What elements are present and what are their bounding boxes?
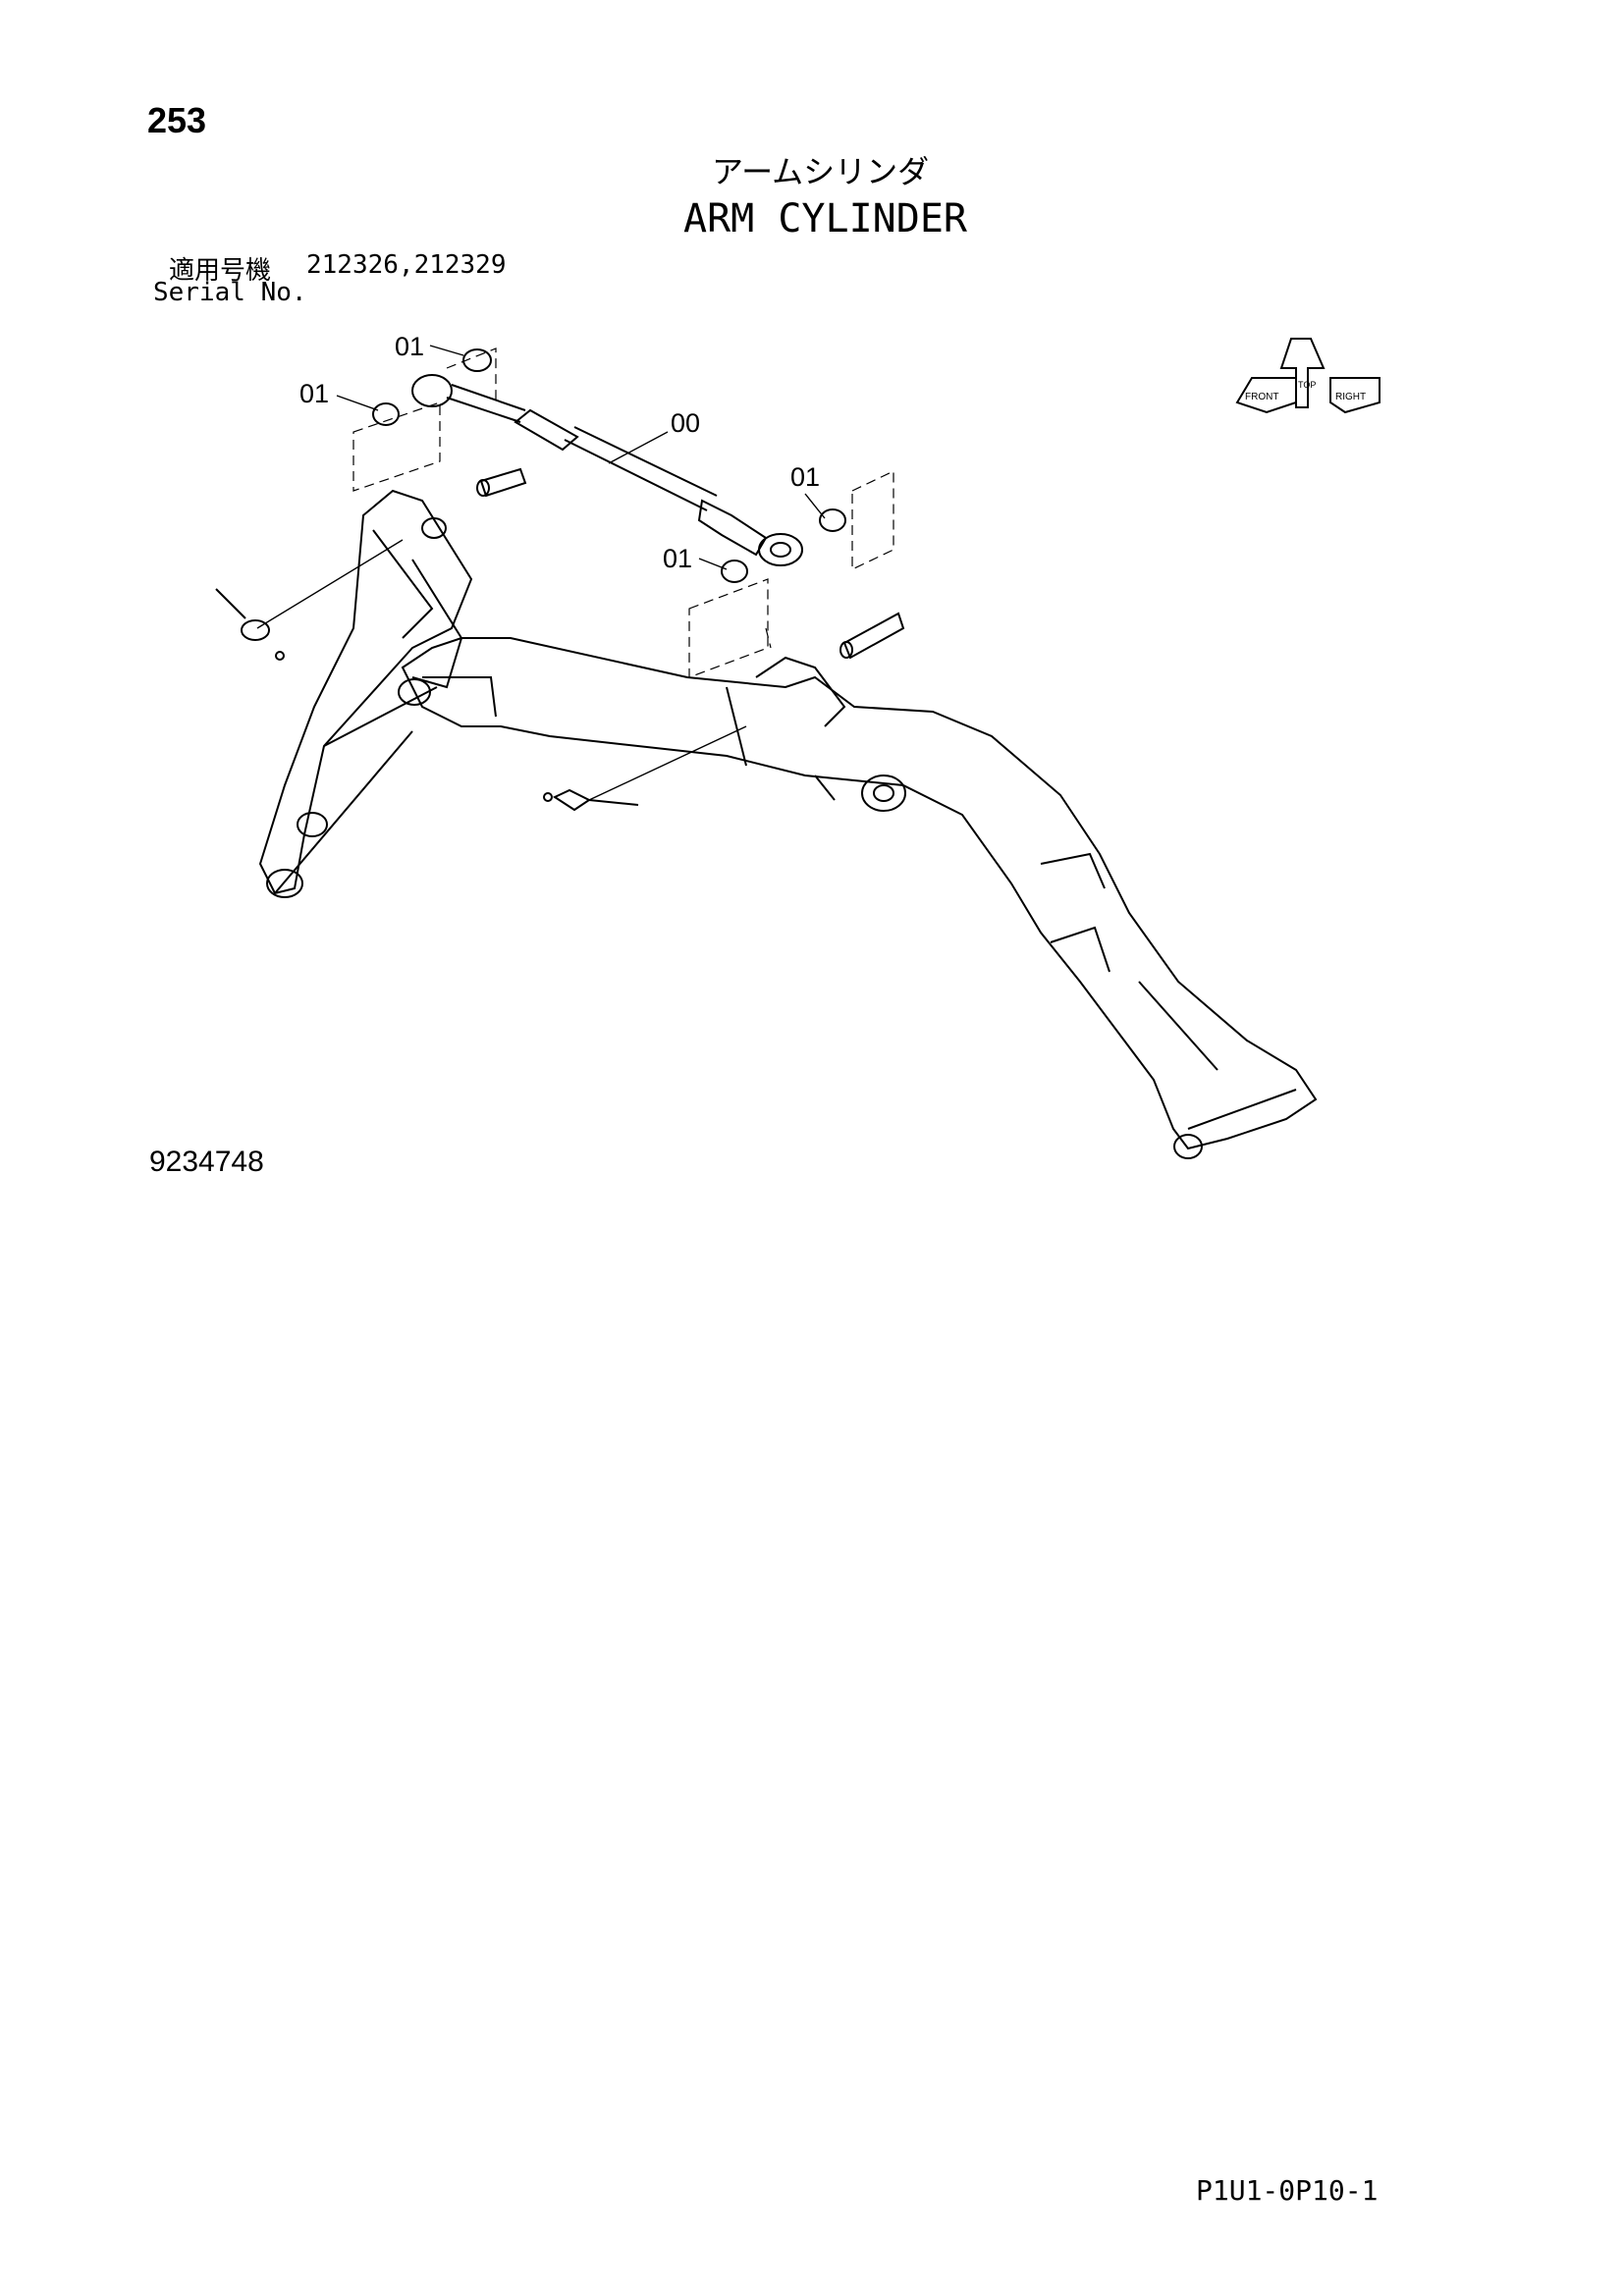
bushing-group xyxy=(372,348,846,583)
boom xyxy=(258,489,473,898)
callout-01-top: 01 xyxy=(395,332,424,361)
leader-lines xyxy=(336,345,826,570)
serial-label-english: Serial No. xyxy=(153,278,307,307)
callout-00-cylinder: 00 xyxy=(671,408,700,438)
arm-cylinder xyxy=(411,374,803,566)
badge-right-label: RIGHT xyxy=(1335,392,1366,402)
arm xyxy=(398,637,1318,1159)
page-number: 253 xyxy=(147,100,207,140)
serial-values: 212326,212329 xyxy=(306,250,507,280)
assembly-guides xyxy=(352,347,894,678)
drawing-number: 9234748 xyxy=(149,1146,264,1178)
fasteners xyxy=(215,539,747,812)
callout-01-right: 01 xyxy=(790,462,820,492)
serial-label-japanese: 適用号機 xyxy=(169,256,272,286)
pins xyxy=(476,467,905,660)
callout-01-bottom: 01 xyxy=(663,544,692,573)
badge-top-label: TOP xyxy=(1298,380,1316,390)
footer-code: P1U1-0P10-1 xyxy=(1196,2174,1379,2207)
callout-01-left: 01 xyxy=(299,379,329,408)
orientation-badge: FRONT TOP RIGHT xyxy=(1235,338,1380,414)
title-japanese: アームシリンダ xyxy=(712,153,930,190)
title-english: ARM CYLINDER xyxy=(683,196,967,241)
badge-front-label: FRONT xyxy=(1245,392,1278,402)
